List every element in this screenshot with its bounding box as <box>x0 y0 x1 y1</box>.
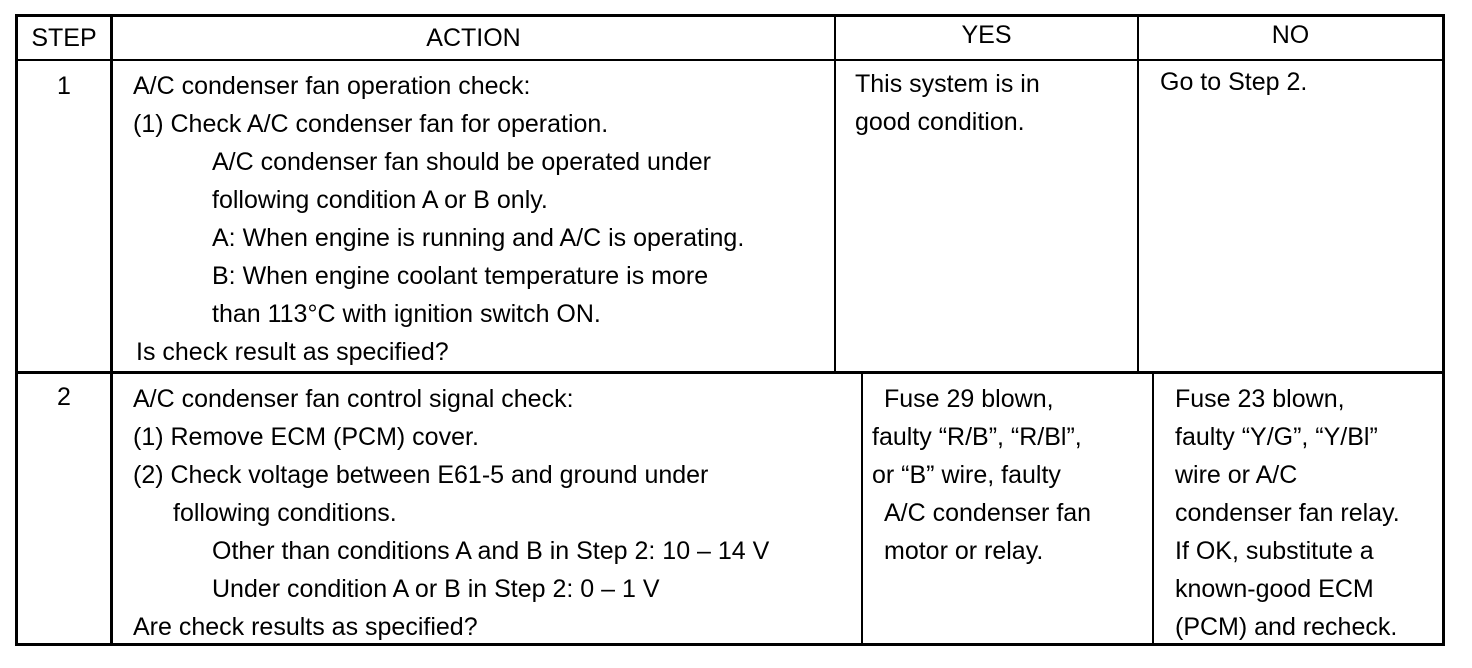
row-2-no-line: wire or A/C <box>1175 461 1298 489</box>
col-divider-step <box>110 14 113 646</box>
border-right <box>1442 14 1445 646</box>
row-1-action-line: than 113°C with ignition switch ON. <box>212 300 601 328</box>
row-1-yes-line: This system is in <box>855 70 1040 98</box>
border-bottom <box>15 643 1445 646</box>
row-2-no-line: Fuse 23 blown, <box>1175 385 1345 413</box>
row-1-step: 1 <box>57 72 71 100</box>
header-no: NO <box>1271 21 1310 49</box>
row-2-yes-line: motor or relay. <box>884 537 1044 565</box>
header-action: ACTION <box>426 24 521 52</box>
row-2-yes-line: A/C condenser fan <box>884 499 1092 527</box>
row-1-action-line: A: When engine is running and A/C is ope… <box>212 224 745 252</box>
row-2-no-line: condenser fan relay. <box>1175 499 1400 527</box>
row-2-action-line: following conditions. <box>173 499 397 527</box>
row-2-action-line: Under condition A or B in Step 2: 0 – 1 … <box>212 575 660 603</box>
col-divider-action-row2 <box>861 372 863 646</box>
row-2-action-line: (2) Check voltage between E61-5 and grou… <box>133 461 709 489</box>
row-2-step: 2 <box>57 383 71 411</box>
row-1-action-line: (1) Check A/C condenser fan for operatio… <box>133 110 609 138</box>
row-2-action-question: Are check results as specified? <box>133 613 478 641</box>
col-divider-action-row1 <box>834 14 836 373</box>
row-1-action-line: B: When engine coolant temperature is mo… <box>212 262 709 290</box>
row-2-no-line: If OK, substitute a <box>1175 537 1374 565</box>
border-left <box>15 14 18 646</box>
row-2-yes-line: faulty “R/B”, “R/Bl”, <box>872 423 1082 451</box>
header-step: STEP <box>31 24 97 52</box>
row-1-no-line: Go to Step 2. <box>1160 68 1308 96</box>
row-2-action-line: (1) Remove ECM (PCM) cover. <box>133 423 479 451</box>
row-2-action-line: Other than conditions A and B in Step 2:… <box>212 537 770 565</box>
col-divider-yes-row1 <box>1137 14 1139 373</box>
row-2-yes-line: or “B” wire, faulty <box>872 461 1061 489</box>
row-1-action-line: A/C condenser fan should be operated und… <box>212 148 711 176</box>
row-1-action-line: following condition A or B only. <box>212 186 548 214</box>
col-divider-yes-row2 <box>1152 372 1154 646</box>
row-2-action-title: A/C condenser fan control signal check: <box>133 385 574 413</box>
row-1-action-title: A/C condenser fan operation check: <box>133 72 531 100</box>
row-2-yes-line: Fuse 29 blown, <box>884 385 1054 413</box>
border-top <box>15 14 1445 17</box>
header-yes: YES <box>961 21 1012 49</box>
row-divider <box>15 371 1445 374</box>
row-2-no-line: known-good ECM <box>1175 575 1374 603</box>
row-2-no-line: faulty “Y/G”, “Y/Bl” <box>1175 423 1378 451</box>
row-2-no-line: (PCM) and recheck. <box>1175 613 1398 641</box>
header-divider <box>15 59 1445 61</box>
row-1-yes-line: good condition. <box>855 108 1025 136</box>
row-1-action-question: Is check result as specified? <box>136 338 449 366</box>
